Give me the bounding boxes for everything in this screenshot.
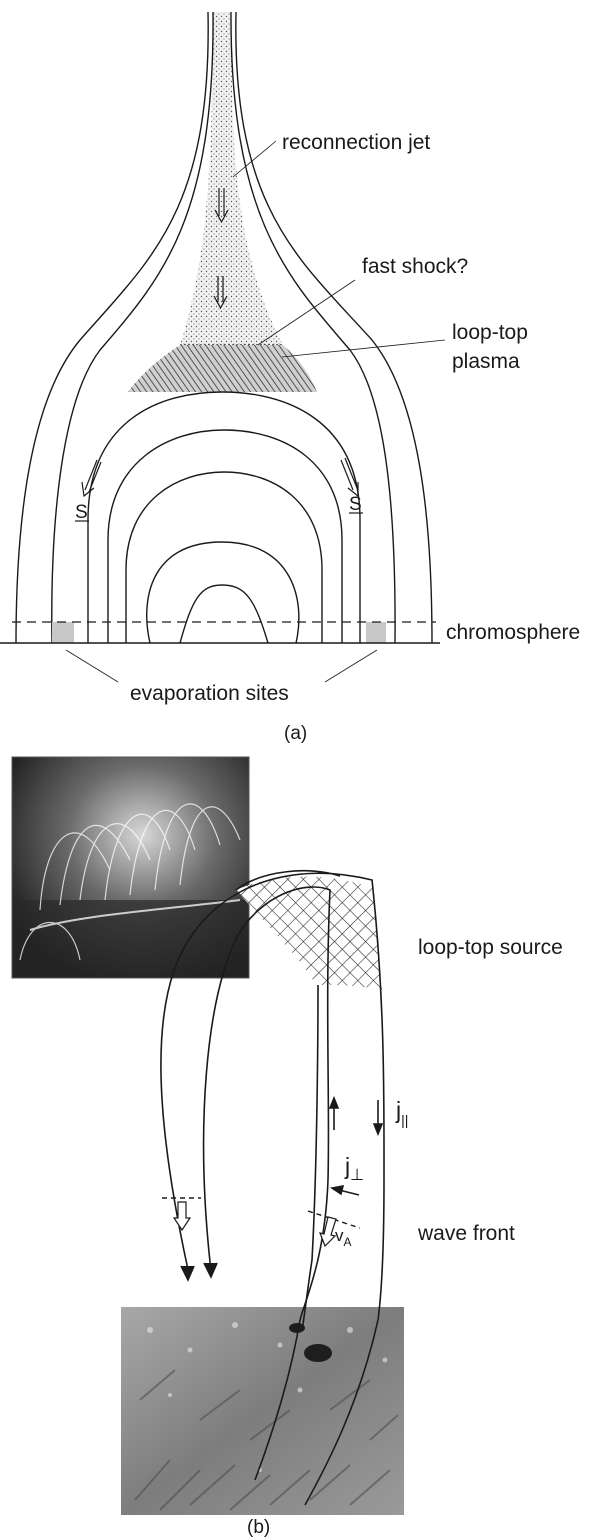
photosphere-field-line xyxy=(254,1319,301,1481)
evaporation-site-left xyxy=(52,622,74,643)
tube-outer-edge xyxy=(160,872,385,1321)
wave-front-label: wave front xyxy=(417,1222,515,1245)
leader-line-evaporation-left xyxy=(65,649,119,683)
leader-line-loop-top xyxy=(281,339,446,358)
closed-loop xyxy=(87,391,361,643)
tube-foot-arrowhead-icon xyxy=(180,1265,195,1282)
panel-a-caption: (a) xyxy=(284,723,307,744)
flare-loop-image xyxy=(11,756,250,979)
tube-back-edge xyxy=(235,869,341,891)
j-parallel-main: j xyxy=(395,1097,401,1123)
chromosphere-label: chromosphere xyxy=(446,621,580,644)
photosphere-field-line xyxy=(304,1319,379,1506)
slow-shock-label-left: S xyxy=(75,502,88,523)
evaporation-site-right xyxy=(366,622,386,643)
cusp-field-line-outer xyxy=(15,11,209,644)
leader-line-jet xyxy=(232,140,277,178)
tube-back-edge xyxy=(301,984,319,1331)
slow-shock-arrow-right-icon xyxy=(340,457,363,514)
j-perp-main: j xyxy=(344,1153,350,1179)
loop-top-source-region xyxy=(236,876,382,990)
slow-shock-label-right: S xyxy=(349,494,362,515)
reconnection-jet-label: reconnection jet xyxy=(282,131,430,154)
leader-line-evaporation-right xyxy=(324,649,378,683)
panel-b-caption: (b) xyxy=(247,1517,270,1538)
cusp-field-line-inner xyxy=(51,11,214,644)
jet-arrow-down-icon xyxy=(214,188,229,224)
va-sub: A xyxy=(344,1235,352,1249)
alfven-wave-arrow-icon xyxy=(319,1216,337,1248)
reconnection-jet-region xyxy=(180,12,283,345)
cusp-field-line-outer xyxy=(235,11,433,644)
fast-shock-label: fast shock? xyxy=(362,255,468,278)
loop-top-plasma-label: loop-top xyxy=(452,321,528,344)
j-parallel-label: j|| xyxy=(395,1097,408,1128)
panel-a xyxy=(0,11,446,683)
current-perp-arrow-icon xyxy=(329,1184,360,1196)
flux-tube xyxy=(160,869,385,1506)
tube-inner-edge xyxy=(202,886,331,1321)
slow-shock-arrow-left-icon xyxy=(75,459,102,522)
loop-top-plasma-region xyxy=(128,345,317,392)
current-down-arrow-icon xyxy=(372,1100,384,1137)
closed-loop xyxy=(179,584,269,644)
current-up-arrow-icon xyxy=(328,1095,340,1130)
j-perp-sub: ⊥ xyxy=(350,1167,364,1184)
closed-loop xyxy=(125,471,323,643)
loop-top-plasma-label: plasma xyxy=(452,350,520,373)
jet-arrow-down-icon xyxy=(213,276,228,310)
closed-loop xyxy=(107,429,343,643)
leader-line-shock xyxy=(257,279,356,346)
j-perp-label: j⊥ xyxy=(344,1153,364,1184)
evaporation-sites-label: evaporation sites xyxy=(130,682,289,705)
loop-top-source-label: loop-top source xyxy=(418,936,563,959)
tube-foot-arrowhead-icon xyxy=(203,1262,218,1279)
alfven-wave-arrow-icon xyxy=(172,1201,192,1232)
closed-loop xyxy=(146,541,300,644)
va-main: v xyxy=(335,1226,344,1245)
j-parallel-sub: || xyxy=(401,1112,408,1128)
alfven-speed-label: vA xyxy=(335,1226,352,1249)
photosphere-image xyxy=(121,1307,404,1515)
